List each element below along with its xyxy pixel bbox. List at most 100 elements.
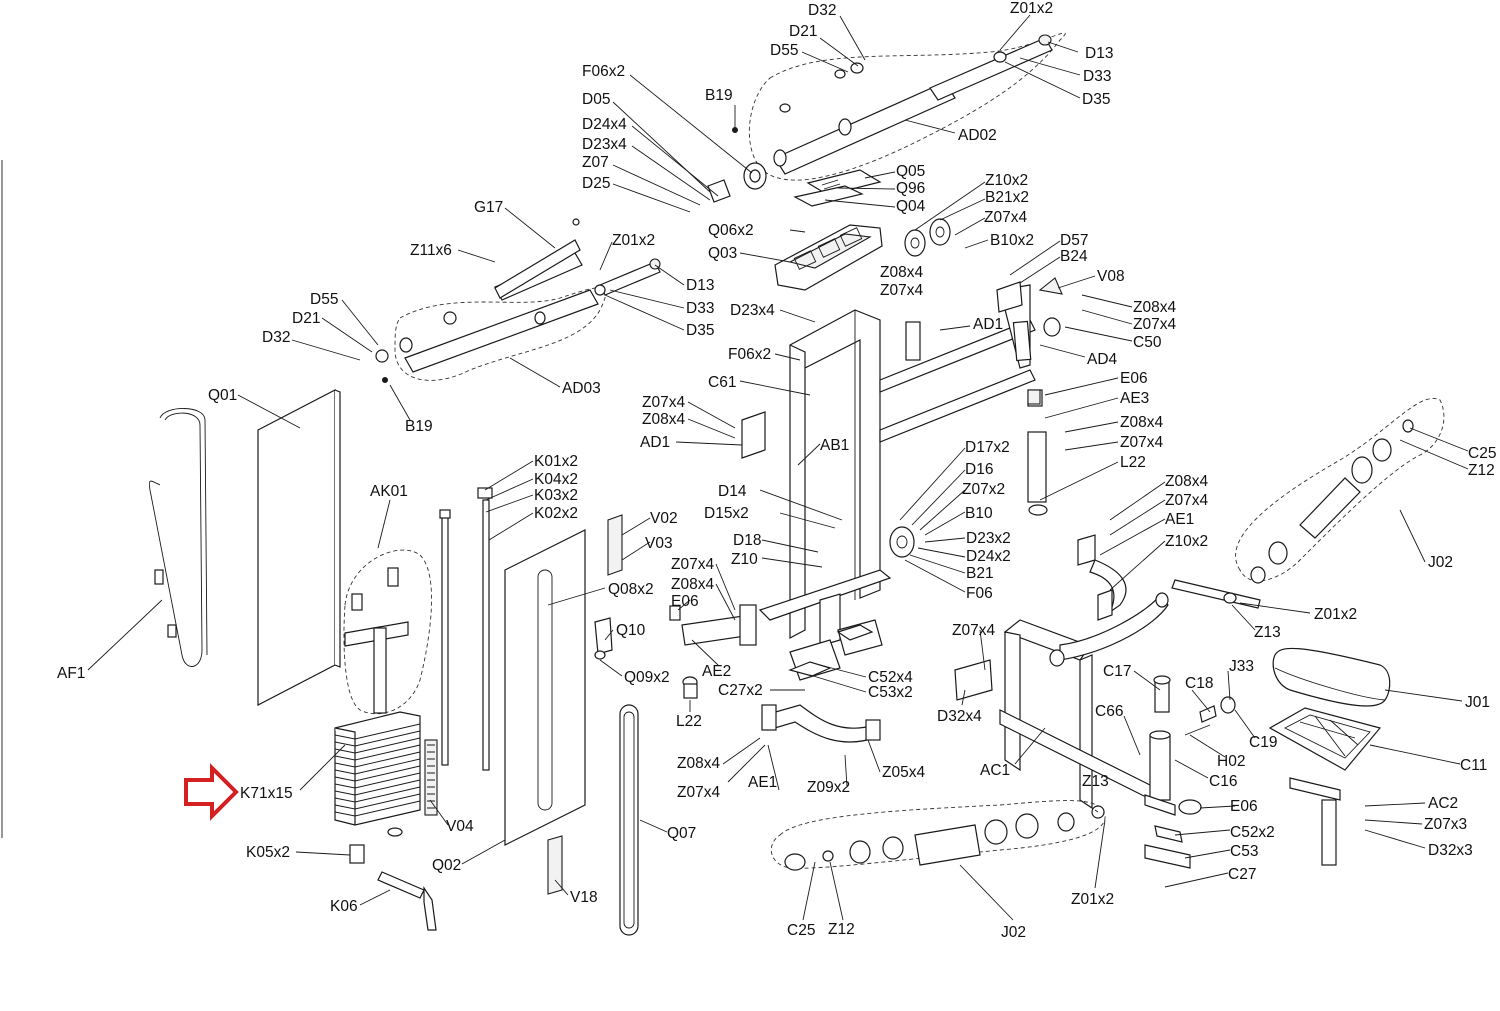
part-label: D13 <box>1085 45 1113 62</box>
part-label: Z13 <box>1254 624 1281 641</box>
part-label: C18 <box>1185 675 1213 692</box>
part-label: F06 <box>966 585 993 602</box>
part-label: Q02 <box>432 857 461 874</box>
part-label: Q09x2 <box>624 669 670 686</box>
part-label: C53 <box>1230 843 1258 860</box>
part-label: C16 <box>1209 773 1237 790</box>
part-label: AD02 <box>958 127 997 144</box>
part-label: D24x4 <box>582 116 627 133</box>
part-label: C11 <box>1460 757 1487 774</box>
part-label: C17 <box>1103 663 1131 680</box>
part-label: AD1 <box>640 434 670 451</box>
part-label: Z07x4 <box>1165 492 1208 509</box>
part-label: B19 <box>405 418 433 435</box>
part-label: C25 <box>1468 445 1496 462</box>
part-label: D16 <box>965 461 993 478</box>
part-label: AB1 <box>820 437 849 454</box>
leader-lines <box>87 14 1469 921</box>
part-label: AE3 <box>1120 390 1149 407</box>
part-label: H02 <box>1217 753 1245 770</box>
part-label: Q10 <box>616 622 646 639</box>
part-label: Q08x2 <box>608 581 654 598</box>
part-label: D17x2 <box>965 439 1010 456</box>
part-label: C27 <box>1228 866 1256 883</box>
part-label: C27x2 <box>718 682 763 699</box>
part-label: D35 <box>1082 91 1110 108</box>
part-label: V04 <box>446 818 474 835</box>
part-label: D32 <box>262 329 290 346</box>
part-label: B19 <box>705 87 733 104</box>
part-label: Z01x2 <box>1071 891 1114 908</box>
part-label: Z01x2 <box>1314 606 1357 623</box>
decals-v02-v03 <box>607 514 623 576</box>
weight-stack-k71 <box>334 711 421 837</box>
part-label: Z07x3 <box>1424 816 1467 833</box>
part-label: E06 <box>671 593 699 610</box>
part-label: AC1 <box>980 762 1010 779</box>
shroud-q01 <box>257 389 341 706</box>
part-label: Z07x4 <box>677 784 720 801</box>
cable-af1 <box>148 408 208 667</box>
part-label: Z08x4 <box>1133 299 1176 316</box>
spring-e06-right <box>1027 389 1041 405</box>
part-label: Z08x4 <box>880 264 923 281</box>
part-label: K01x2 <box>534 453 578 470</box>
part-label: J02 <box>1428 554 1453 571</box>
part-label: B24 <box>1060 248 1088 265</box>
part-label: B21 <box>966 565 994 582</box>
part-label: Z11x6 <box>410 242 452 259</box>
part-label: C25 <box>787 922 815 939</box>
part-label: D05 <box>582 91 610 108</box>
part-label: Z07x4 <box>952 622 995 639</box>
part-label: Q06x2 <box>708 222 754 239</box>
part-label: Z08x4 <box>677 755 720 772</box>
part-label: V18 <box>570 889 598 906</box>
bracket-ae1-lower <box>761 704 881 743</box>
cap-e06 <box>1178 799 1202 815</box>
part-label: D33 <box>1083 68 1111 85</box>
part-label: D23x4 <box>582 136 627 153</box>
leg-developer-arm-top <box>707 32 1066 203</box>
part-label: Q01 <box>208 387 237 404</box>
part-label: L22 <box>676 713 702 730</box>
rod-g17 <box>494 218 581 299</box>
part-label: AE2 <box>702 663 731 680</box>
part-label: G17 <box>474 199 503 216</box>
part-label: D32 <box>808 2 836 19</box>
part-label: D15x2 <box>704 505 749 522</box>
part-label: AE1 <box>748 774 777 791</box>
part-label: D55 <box>770 42 798 59</box>
part-label: Z07 <box>582 154 609 171</box>
bushing-k05 <box>349 844 365 864</box>
roller-j02-upper <box>1223 398 1445 604</box>
part-label: Z07x4 <box>671 556 714 573</box>
part-label: Z08x4 <box>1165 473 1208 490</box>
part-label: D14 <box>718 483 747 500</box>
part-label: L22 <box>1120 454 1146 471</box>
part-label: AE1 <box>1165 511 1194 528</box>
part-label: AD1 <box>973 316 1003 333</box>
part-label: K05x2 <box>246 844 290 861</box>
part-label: AD03 <box>562 380 601 397</box>
part-label: D13 <box>686 277 714 294</box>
part-label: D21 <box>789 23 817 40</box>
part-label: Z10x2 <box>985 172 1028 189</box>
leg-developer-arm-left <box>375 252 661 381</box>
highlight-arrow-icon <box>184 763 239 821</box>
bracket-d32 <box>954 659 993 701</box>
pulley-bracket-b24 <box>996 277 1063 337</box>
part-label: D18 <box>733 532 761 549</box>
part-label: Z05x4 <box>882 764 925 781</box>
part-label: C50 <box>1133 334 1162 351</box>
part-label: Z07x4 <box>1133 316 1176 333</box>
part-label: K06 <box>330 898 358 915</box>
part-label: E06 <box>1230 798 1258 815</box>
part-label: Z12 <box>828 921 855 938</box>
part-label: C61 <box>708 374 736 391</box>
part-label: Z01x2 <box>612 232 655 249</box>
spring-e06-left <box>669 605 681 621</box>
part-label: Q05 <box>896 163 925 180</box>
part-label: Z09x2 <box>807 779 850 796</box>
